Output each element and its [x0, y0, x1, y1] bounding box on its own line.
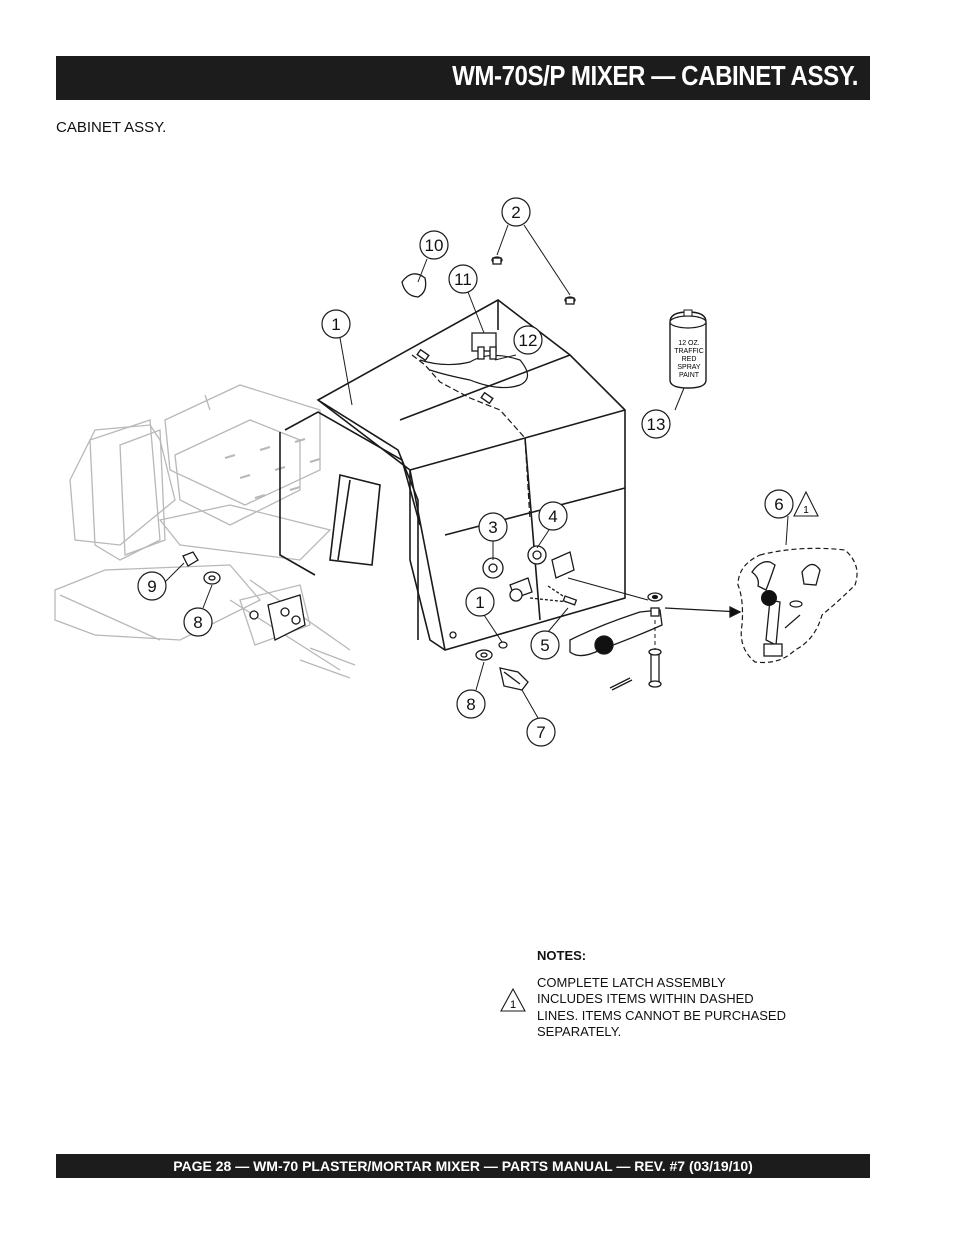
section-subtitle: CABINET ASSY.	[56, 119, 167, 136]
page-title-bar: WM-70S/P MIXER — CABINET ASSY.	[56, 56, 870, 100]
callout-4-bubble	[538, 501, 568, 531]
note-triangle-icon: 1	[500, 988, 526, 1012]
callout-11: 11	[454, 270, 472, 289]
note-mark: 1	[510, 999, 516, 1011]
notes-line-4: SEPARATELY.	[537, 1024, 622, 1039]
cabinet-body	[279, 299, 626, 651]
callout-9-bubble	[137, 571, 167, 601]
callout-8-left: 8	[193, 613, 202, 632]
page-footer: PAGE 28 — WM-70 PLASTER/MORTAR MIXER — P…	[173, 1158, 753, 1174]
hinge-seam-line	[411, 354, 531, 521]
callout-8-lower-bubble	[456, 689, 486, 719]
callout-2-bubble	[501, 197, 531, 227]
callout-9: 9	[147, 577, 156, 596]
callout-13-bubble	[641, 409, 671, 439]
callout-1-top: 1	[331, 315, 340, 334]
callout-2: 2	[511, 203, 520, 222]
callout-12: 12	[519, 331, 538, 350]
spray-can-label-color: RED	[682, 356, 697, 363]
page-footer-bar: PAGE 28 — WM-70 PLASTER/MORTAR MIXER — P…	[56, 1154, 870, 1178]
callout-3: 3	[488, 518, 497, 537]
notes-block: NOTES: COMPLETE LATCH ASSEMBLY INCLUDES …	[537, 948, 857, 1041]
spray-can-label-size: 12 OZ.	[678, 340, 699, 347]
notes-line-1: COMPLETE LATCH ASSEMBLY	[537, 974, 726, 990]
spray-can-label-spray: SPRAY	[677, 364, 701, 371]
callout-1-top-bubble	[321, 309, 351, 339]
latch-handle	[567, 577, 742, 691]
callout-6-bubble	[764, 489, 794, 519]
callout-8-lower: 8	[466, 695, 475, 714]
grate-slots	[224, 438, 321, 499]
note-mark-callout-6: 1	[803, 505, 809, 516]
callout-11-bubble	[448, 264, 478, 294]
callout-1-lower-bubble	[465, 587, 495, 617]
lower-fasteners	[182, 551, 529, 691]
callout-8-left-bubble	[183, 607, 213, 637]
mixer-frame-outline	[54, 384, 356, 679]
callout-5-bubble	[530, 630, 560, 660]
notes-heading: NOTES:	[537, 948, 587, 963]
callout-4: 4	[548, 507, 557, 526]
spray-can: 12 OZ. TRAFFIC RED SPRAY PAINT	[669, 309, 707, 389]
callout-7: 7	[536, 723, 545, 742]
callout-10: 10	[425, 236, 444, 255]
spray-can-label-paint: PAINT	[679, 372, 700, 379]
callout-7-bubble	[526, 717, 556, 747]
latch-hardware	[449, 545, 578, 649]
callout-6: 6	[774, 495, 783, 514]
notes-line-3: LINES. ITEMS CANNOT BE PURCHASED	[537, 1007, 786, 1023]
callout-10-bubble	[419, 230, 449, 260]
hinge-pins	[416, 348, 494, 405]
callout-12-bubble	[513, 325, 543, 355]
note-triangle-callout-6: 1	[793, 490, 819, 517]
notes-line-2: INCLUDES ITEMS WITHIN DASHED	[537, 991, 754, 1006]
leader-lines	[163, 224, 789, 719]
callout-3-bubble	[478, 512, 508, 542]
latch-assembly-detail	[737, 547, 858, 664]
page-title: WM-70S/P MIXER — CABINET ASSY.	[452, 60, 858, 91]
callout-5: 5	[540, 636, 549, 655]
spray-can-label-traffic: TRAFFIC	[674, 348, 704, 355]
callout-13: 13	[647, 415, 666, 434]
callout-1-lower: 1	[475, 593, 484, 612]
cutaway-edge	[419, 354, 529, 389]
top-hardware	[401, 256, 576, 360]
